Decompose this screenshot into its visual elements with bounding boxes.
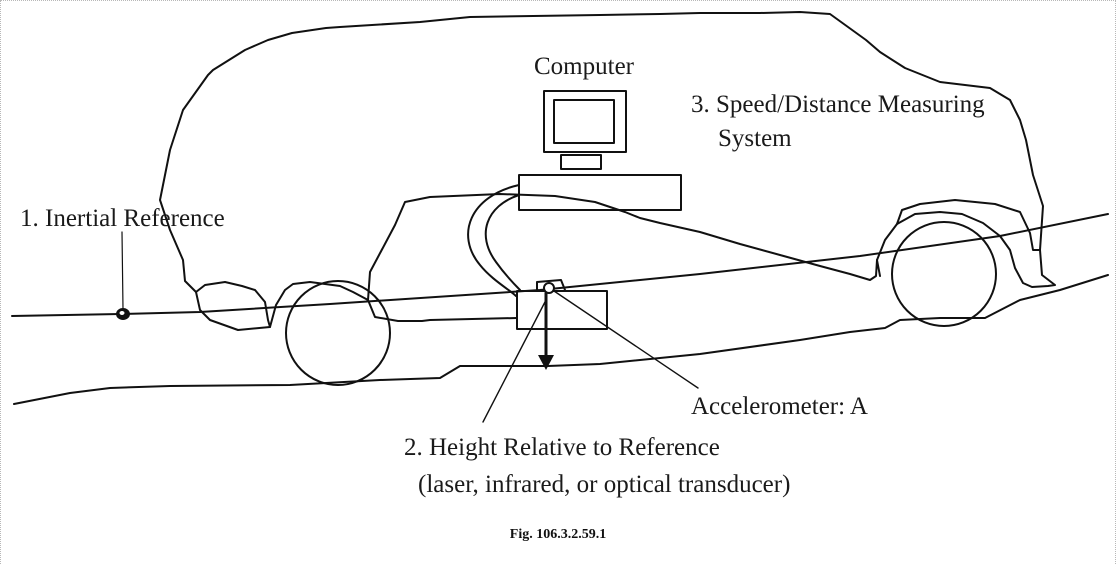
- rear-wheel: [891, 221, 997, 327]
- computer-monitor: [543, 90, 627, 153]
- computer-label: Computer: [534, 53, 635, 80]
- speed-system-label-line1: 3. Speed/Distance Measuring: [691, 91, 985, 118]
- measurement-arrow-head: [538, 355, 554, 370]
- height-reference-label-line2: (laser, infrared, or optical transducer): [418, 471, 790, 498]
- height-reference-label-line1: 2. Height Relative to Reference: [404, 434, 720, 461]
- front-wheel: [285, 280, 391, 386]
- front-wheel-arch: [195, 281, 369, 331]
- inertial-reference-label: 1. Inertial Reference: [20, 205, 225, 232]
- rear-wheel-arch: [876, 199, 1041, 277]
- accelerometer-mount: [536, 279, 566, 292]
- figure-caption: Fig. 106.3.2.59.1: [509, 527, 607, 542]
- road-profile-line: [13, 274, 1109, 405]
- height-leader: [482, 299, 547, 423]
- cable-loop: [467, 184, 521, 297]
- accelerometer-leader: [553, 290, 699, 389]
- height-sensor-unit: [516, 290, 608, 330]
- inertial-reference-point-highlight: [119, 311, 125, 315]
- speed-system-leader: [677, 59, 731, 66]
- vehicle-body-outline: [159, 11, 1056, 328]
- computer-screen: [553, 99, 615, 144]
- computer-console: [518, 174, 682, 211]
- speed-system-label-line2: System: [718, 125, 792, 152]
- accelerometer-point: [543, 282, 555, 294]
- accelerometer-label: Accelerometer: A: [691, 393, 868, 420]
- computer-base: [560, 154, 602, 170]
- inertial-reference-leader: [121, 231, 124, 310]
